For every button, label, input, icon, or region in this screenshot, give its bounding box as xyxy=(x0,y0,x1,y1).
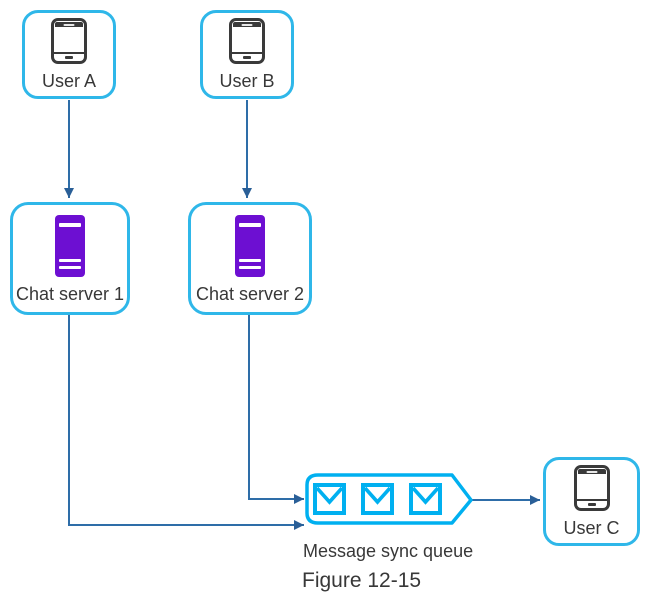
phone-speaker-slot xyxy=(241,23,253,26)
server-icon xyxy=(235,215,265,277)
smartphone-icon xyxy=(573,465,610,511)
server-slot-bar xyxy=(239,265,261,269)
phone-screen-line xyxy=(54,51,84,54)
phone-home-button xyxy=(243,56,251,59)
envelope-icon xyxy=(409,483,442,515)
node-chat-server-2: Chat server 2 xyxy=(188,202,312,315)
node-user-c: User C xyxy=(543,457,640,546)
smartphone-icon xyxy=(229,18,265,64)
server-slot-bar xyxy=(239,223,261,227)
node-chat-server-1-label: Chat server 1 xyxy=(15,284,125,304)
phone-screen-line xyxy=(576,498,607,501)
node-user-c-label: User C xyxy=(563,518,620,538)
figure-caption: Figure 12-15 xyxy=(302,569,422,592)
envelope-icon xyxy=(313,483,346,515)
phone-speaker-slot xyxy=(586,470,597,473)
server-slot-bar xyxy=(59,223,81,227)
queue-label: Message sync queue xyxy=(303,541,474,561)
node-user-b: User B xyxy=(200,10,294,99)
phone-speaker-slot xyxy=(63,23,75,26)
server-slot-bar xyxy=(59,265,81,269)
edge-chat-server-1-to-queue xyxy=(68,315,304,530)
node-chat-server-1: Chat server 1 xyxy=(10,202,130,315)
server-slot-bar xyxy=(239,258,261,262)
node-user-a: User A xyxy=(22,10,116,99)
phone-home-button xyxy=(587,503,596,506)
edge-chat-server-2-to-queue xyxy=(248,315,304,504)
node-chat-server-2-label: Chat server 2 xyxy=(195,284,305,304)
server-slot-bar xyxy=(59,258,81,262)
phone-screen-line xyxy=(232,51,262,54)
envelope-icon xyxy=(361,483,394,515)
node-user-a-label: User A xyxy=(41,71,97,91)
server-icon xyxy=(55,215,85,277)
smartphone-icon xyxy=(51,18,87,64)
phone-home-button xyxy=(65,56,73,59)
node-user-b-label: User B xyxy=(219,71,275,91)
